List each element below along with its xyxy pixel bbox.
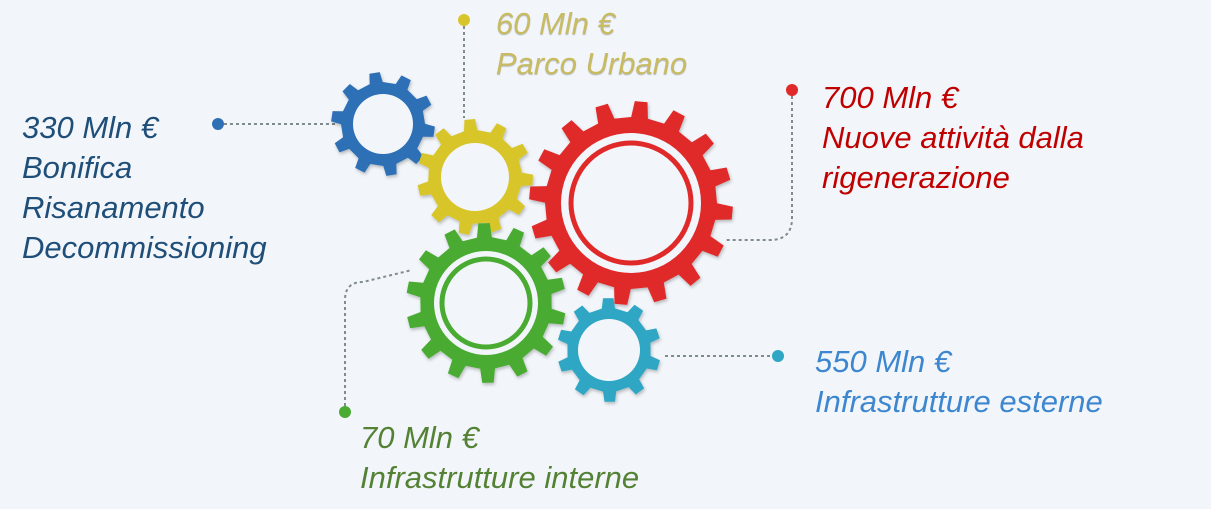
desc-bonifica-3: Decommissioning <box>22 230 267 265</box>
label-nuove-attivita: 700 Mln € Nuove attività dalla rigeneraz… <box>822 78 1084 198</box>
connector-dot-cyan <box>772 350 784 362</box>
connector-red <box>725 90 793 241</box>
gear-blue <box>331 72 435 176</box>
desc-bonifica-2: Risanamento <box>22 190 205 225</box>
gear-red-ring <box>568 140 694 266</box>
amount-infrastrutture-esterne: 550 Mln € <box>815 344 952 379</box>
desc-nuove-attivita-2: rigenerazione <box>822 160 1010 195</box>
label-parco-urbano: 60 Mln € Parco Urbano <box>496 4 687 84</box>
gear-green <box>406 223 566 383</box>
gear-red-hole <box>561 133 701 273</box>
gear-cyan <box>558 298 660 402</box>
gear-red <box>529 101 733 305</box>
connector-dot-yellow <box>458 14 470 26</box>
desc-nuove-attivita-1: Nuove attività dalla <box>822 120 1084 155</box>
gear-yellow-hole <box>441 143 509 211</box>
label-bonifica: 330 Mln € Bonifica Risanamento Decommiss… <box>22 108 267 268</box>
connector-dot-blue <box>212 118 224 130</box>
desc-parco-urbano: Parco Urbano <box>496 46 688 81</box>
gear-green-hole <box>434 251 538 355</box>
desc-infrastrutture-interne: Infrastrutture interne <box>360 460 640 495</box>
connector-dot-red <box>786 84 798 96</box>
gear-blue-hole <box>353 94 413 154</box>
amount-nuove-attivita: 700 Mln € <box>822 80 959 115</box>
gear-green-ring <box>439 256 533 350</box>
connector-green <box>344 269 413 412</box>
desc-infrastrutture-esterne: Infrastrutture esterne <box>815 384 1103 419</box>
gear-cyan-hole <box>578 319 640 381</box>
amount-parco-urbano: 60 Mln € <box>496 6 615 41</box>
label-infrastrutture-interne: 70 Mln € Infrastrutture interne <box>360 418 639 498</box>
amount-infrastrutture-interne: 70 Mln € <box>360 420 479 455</box>
connector-dot-green <box>339 406 351 418</box>
gear-yellow <box>417 119 533 235</box>
label-infrastrutture-esterne: 550 Mln € Infrastrutture esterne <box>815 342 1103 422</box>
amount-bonifica: 330 Mln € <box>22 110 159 145</box>
desc-bonifica-1: Bonifica <box>22 150 133 185</box>
